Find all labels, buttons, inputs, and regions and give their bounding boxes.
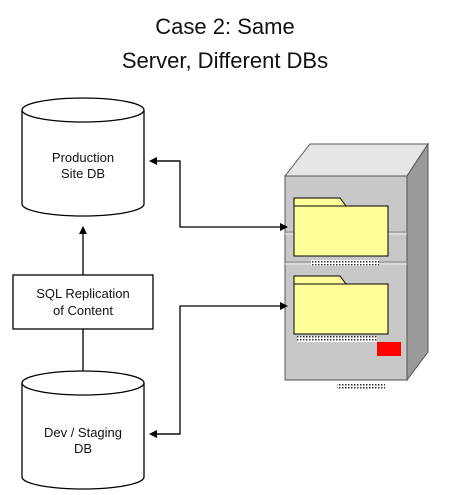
replication-label-2: of Content — [53, 303, 113, 318]
status-light-icon — [377, 342, 401, 356]
diagram-title: Case 2: Same Server, Different DBs — [0, 10, 450, 78]
server-base-stripe — [337, 384, 385, 390]
production-db: Production Site DB — [21, 97, 145, 217]
production-db-label-2: Site DB — [61, 166, 105, 181]
title-line-2: Server, Different DBs — [121, 48, 329, 73]
staging-db-label-1: Dev / Staging — [44, 425, 122, 440]
production-to-server-connector — [151, 160, 288, 231]
replication-box: SQL Replication of Content — [12, 274, 154, 330]
server-stripe-1 — [311, 260, 379, 266]
staging-db: Dev / Staging DB — [21, 370, 145, 490]
staging-db-label-2: DB — [74, 441, 92, 456]
replication-label-1: SQL Replication — [36, 286, 129, 301]
server-icon — [283, 142, 429, 390]
server-stripe-2 — [297, 336, 377, 342]
title-line-1: Case 2: Same — [155, 14, 295, 39]
folder-icon-top — [293, 197, 389, 257]
production-db-label-1: Production — [52, 150, 114, 165]
folder-icon-bottom — [293, 275, 389, 335]
staging-to-server-connector — [151, 302, 288, 435]
